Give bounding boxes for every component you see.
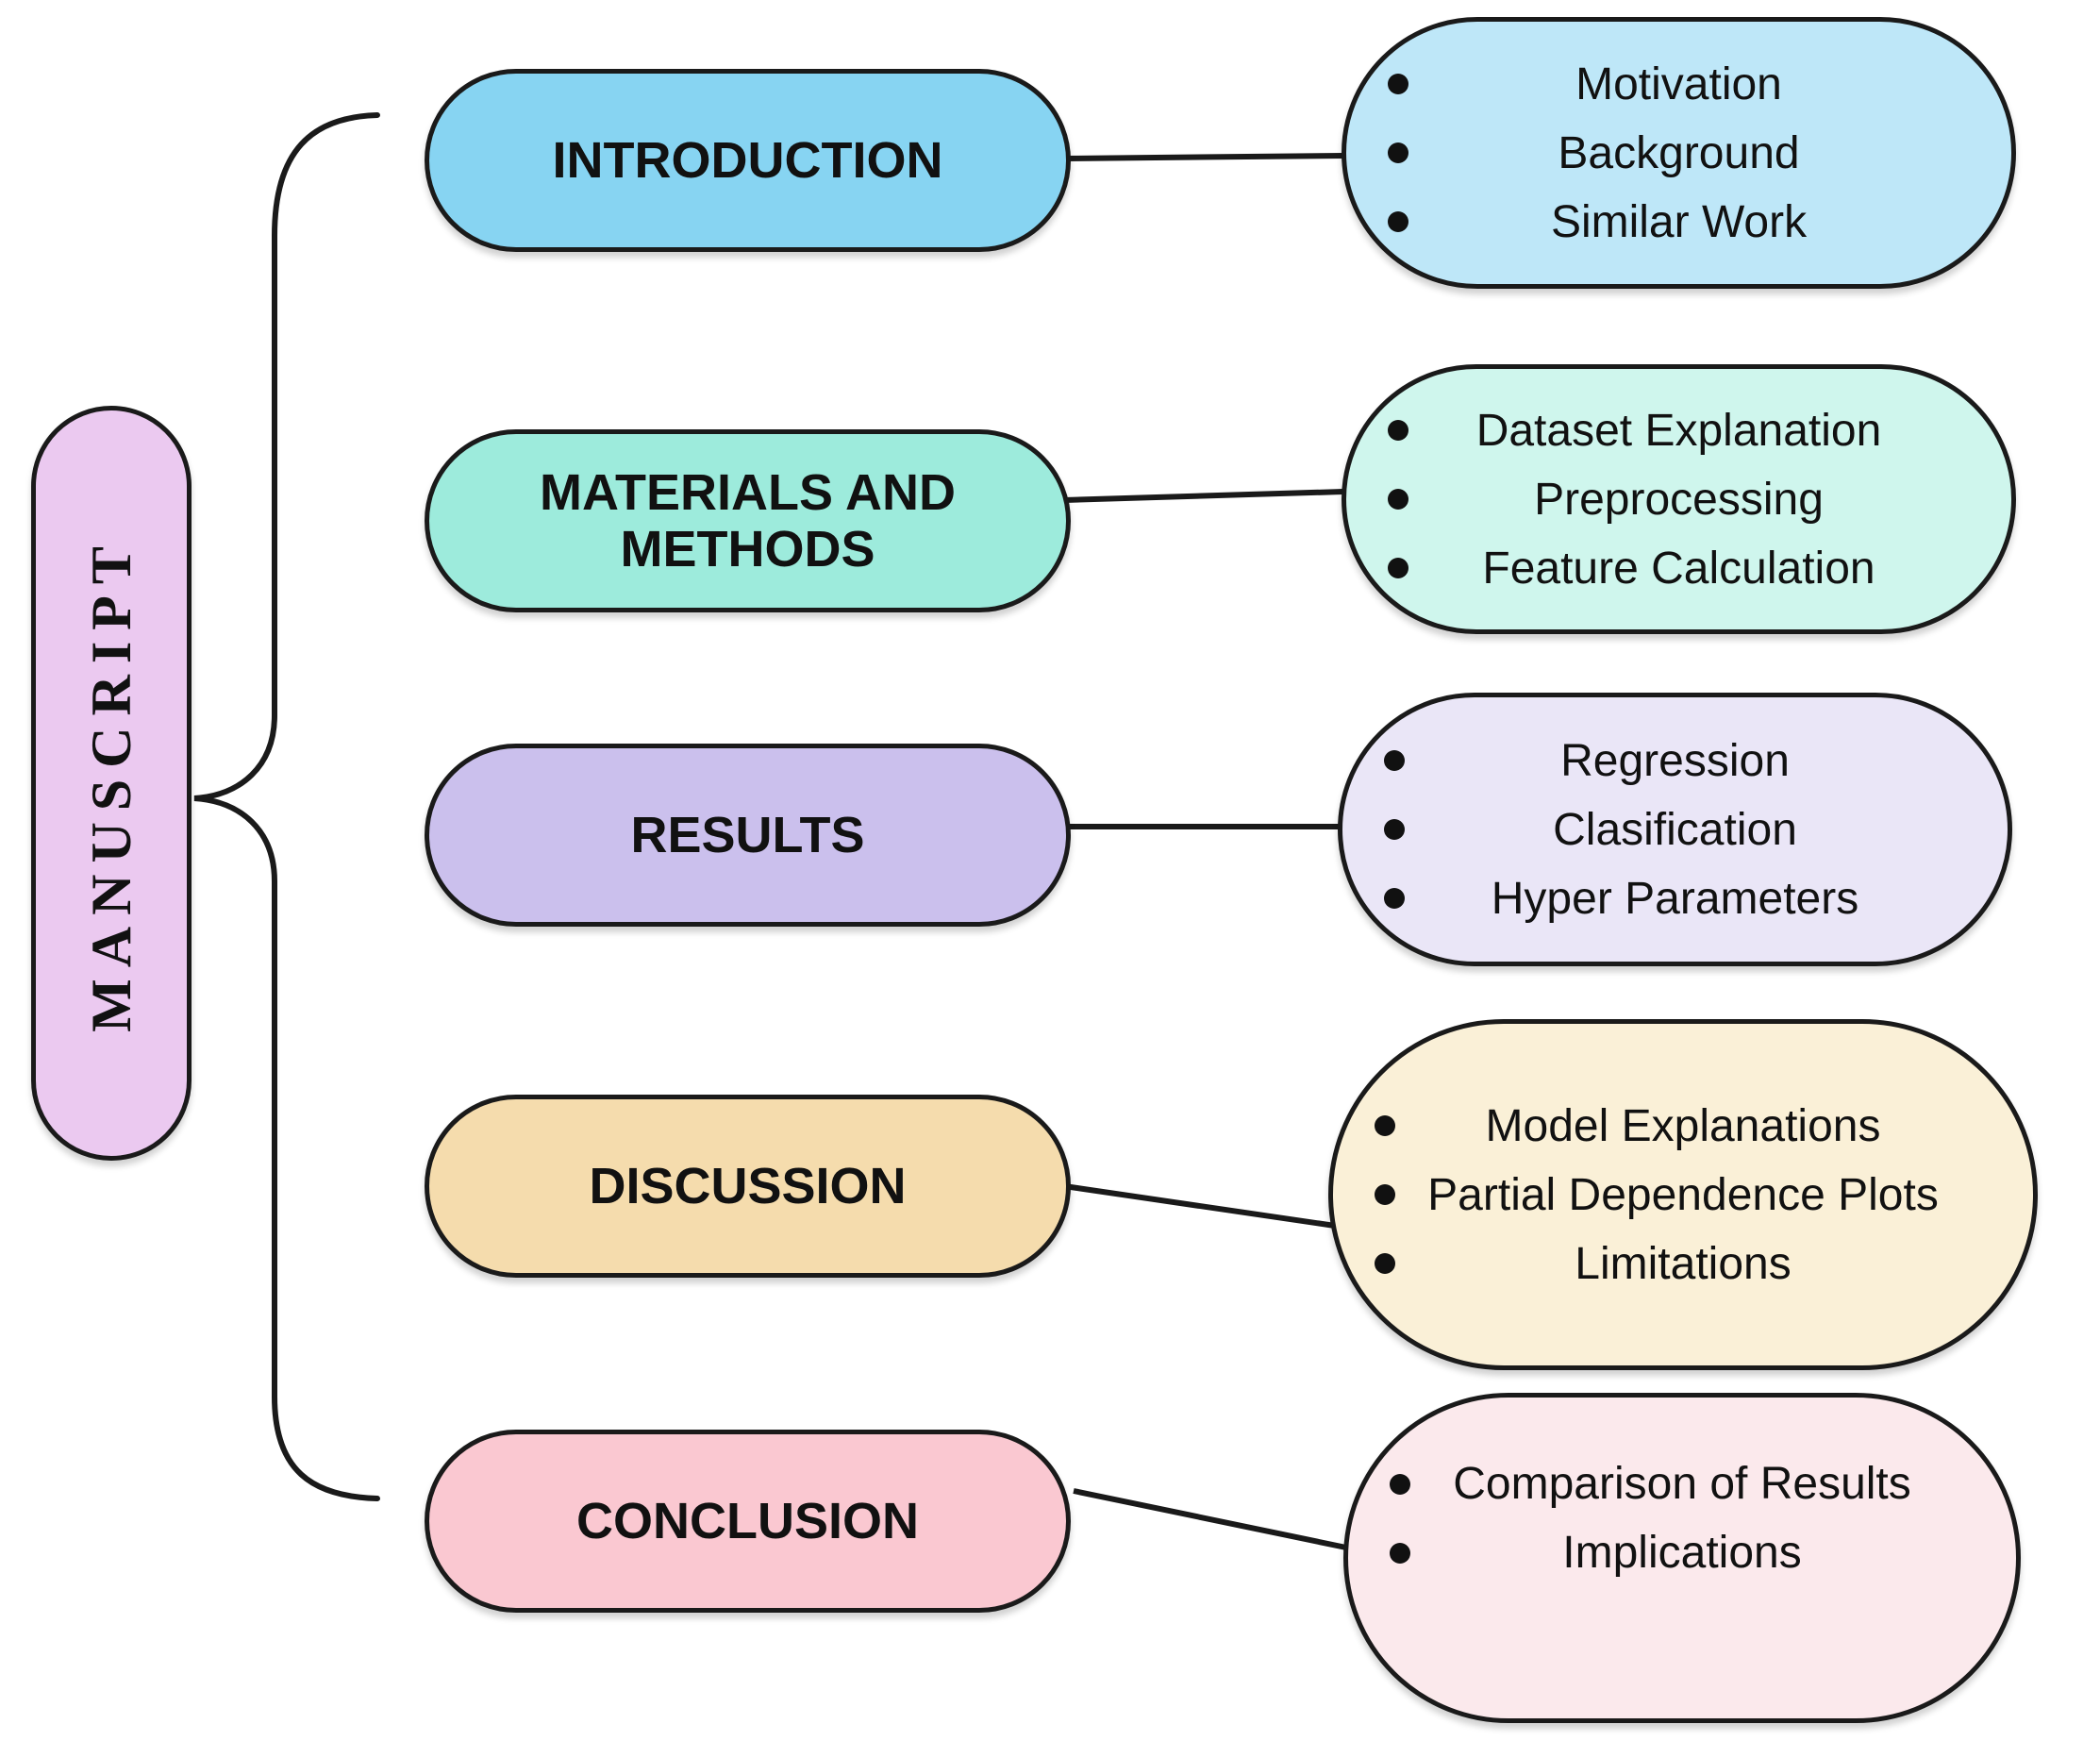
- manuscript-node: MANUSCRIPT: [31, 406, 192, 1161]
- list-item: Partial Dependence Plots: [1333, 1161, 2033, 1230]
- bullet-icon: [1388, 74, 1408, 94]
- list-item: Clasification: [1342, 795, 2008, 864]
- curly-brace: [193, 112, 380, 1501]
- list-item-label: Hyper Parameters: [1491, 873, 1859, 924]
- bullet-icon: [1388, 489, 1408, 510]
- list-item: Model Explanations: [1333, 1092, 2033, 1161]
- list-item: Feature Calculation: [1346, 534, 2011, 603]
- conclusion-node: CONCLUSION: [425, 1430, 1071, 1613]
- list-item-label: Clasification: [1553, 804, 1797, 855]
- conclusion-details-list: Comparison of Results Implications: [1348, 1449, 2016, 1587]
- bullet-icon: [1388, 558, 1408, 578]
- list-item-label: Limitations: [1575, 1238, 1792, 1289]
- list-item: Implications: [1348, 1518, 2016, 1587]
- discussion-details-node: Model Explanations Partial Dependence Pl…: [1328, 1019, 2038, 1370]
- manuscript-label: MANUSCRIPT: [79, 534, 142, 1032]
- results-node: RESULTS: [425, 744, 1071, 927]
- materials-and-methods-details-list: Dataset Explanation Preprocessing Featur…: [1346, 396, 2011, 603]
- bullet-icon: [1390, 1542, 1410, 1564]
- list-item: Regression: [1342, 727, 2008, 795]
- bullet-icon: [1384, 750, 1405, 771]
- list-item: Background: [1346, 119, 2011, 188]
- list-item-label: Motivation: [1575, 59, 1782, 109]
- discussion-node: DISCUSSION: [425, 1095, 1071, 1278]
- bullet-icon: [1388, 420, 1408, 441]
- bullet-icon: [1375, 1253, 1395, 1274]
- list-item: Hyper Parameters: [1342, 864, 2008, 933]
- list-item-label: Background: [1558, 127, 1800, 178]
- introduction-details-node: Motivation Background Similar Work: [1342, 17, 2016, 289]
- list-item-label: Model Explanations: [1485, 1100, 1881, 1151]
- list-item-label: Comparison of Results: [1453, 1459, 1911, 1509]
- list-item-label: Partial Dependence Plots: [1427, 1169, 1939, 1220]
- bullet-icon: [1388, 211, 1408, 232]
- list-item-label: Regression: [1560, 735, 1790, 786]
- discussion-details-list: Model Explanations Partial Dependence Pl…: [1333, 1092, 2033, 1298]
- bullet-icon: [1388, 142, 1408, 163]
- introduction-label: INTRODUCTION: [552, 131, 943, 189]
- connector-introduction: [1063, 153, 1344, 161]
- discussion-label: DISCUSSION: [589, 1157, 907, 1214]
- list-item: Similar Work: [1346, 188, 2011, 257]
- conclusion-label: CONCLUSION: [576, 1492, 919, 1549]
- materials-and-methods-details-node: Dataset Explanation Preprocessing Featur…: [1342, 364, 2016, 634]
- list-item: Limitations: [1333, 1230, 2033, 1298]
- list-item-label: Preprocessing: [1534, 474, 1824, 525]
- bullet-icon: [1375, 1115, 1395, 1136]
- results-details-node: Regression Clasification Hyper Parameter…: [1338, 693, 2012, 966]
- results-details-list: Regression Clasification Hyper Parameter…: [1342, 727, 2008, 933]
- list-item: Dataset Explanation: [1346, 396, 2011, 465]
- conclusion-details-node: Comparison of Results Implications: [1343, 1393, 2021, 1723]
- bullet-icon: [1384, 888, 1405, 909]
- connector-conclusion: [1073, 1488, 1347, 1550]
- list-item-label: Dataset Explanation: [1475, 405, 1882, 456]
- connector-materials-and-methods: [1063, 489, 1344, 503]
- materials-and-methods-label: MATERIALS AND METHODS: [540, 463, 956, 578]
- list-item-label: Similar Work: [1550, 196, 1808, 247]
- list-item: Motivation: [1346, 50, 2011, 119]
- list-item-label: Implications: [1562, 1528, 1802, 1578]
- list-item: Preprocessing: [1346, 465, 2011, 534]
- connector-discussion: [1063, 1183, 1342, 1230]
- introduction-node: INTRODUCTION: [425, 69, 1071, 252]
- bullet-icon: [1375, 1184, 1395, 1205]
- list-item: Comparison of Results: [1348, 1449, 2016, 1518]
- introduction-details-list: Motivation Background Similar Work: [1346, 50, 2011, 257]
- bullet-icon: [1384, 819, 1405, 840]
- results-label: RESULTS: [630, 806, 865, 863]
- list-item-label: Feature Calculation: [1482, 543, 1875, 594]
- materials-and-methods-node: MATERIALS AND METHODS: [425, 429, 1071, 612]
- bullet-icon: [1390, 1473, 1410, 1495]
